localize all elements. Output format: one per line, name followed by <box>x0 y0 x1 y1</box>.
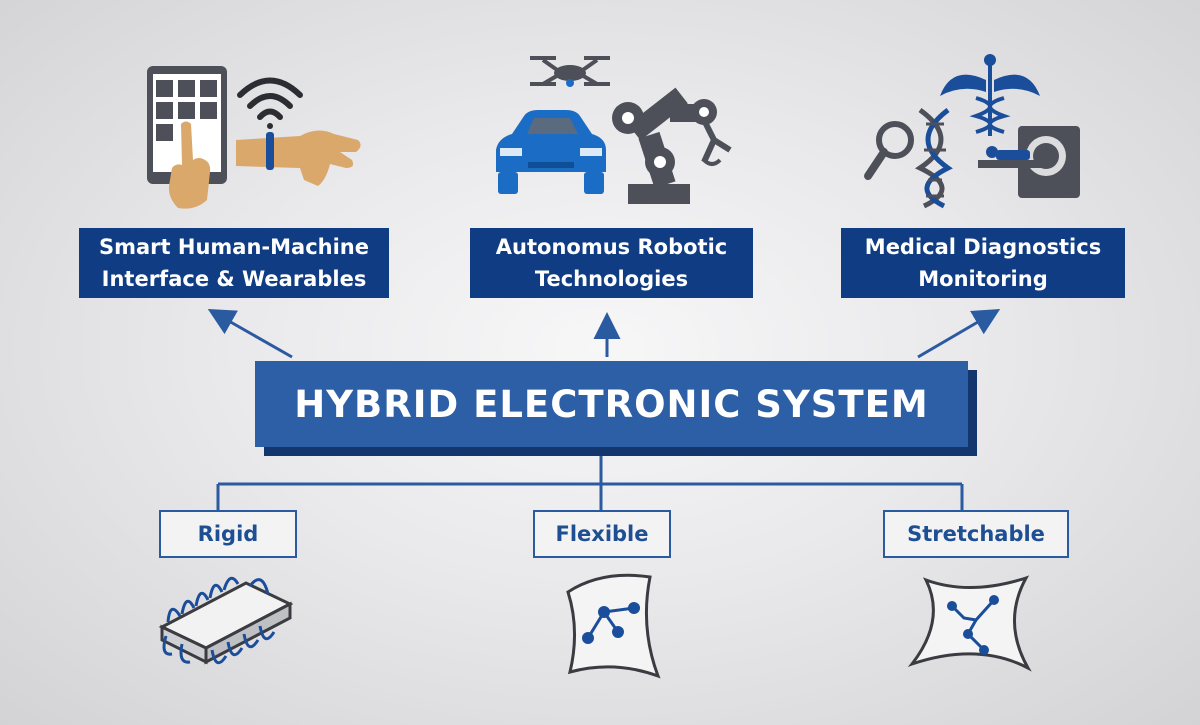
substrate-box-flexible: Flexible <box>533 510 671 558</box>
arrow-to-app-1 <box>207 309 293 359</box>
smartwatch-wrist-icon <box>236 130 361 186</box>
app-3-title-line-2: Monitoring <box>918 267 1048 291</box>
mri-scanner-icon <box>978 126 1080 198</box>
app-1-title-line-1: Smart Human-Machine <box>99 235 369 259</box>
wifi-icon <box>237 77 303 129</box>
car-icon <box>496 110 606 194</box>
dna-icon <box>914 107 953 209</box>
arrow-to-app-3 <box>917 308 1001 359</box>
caduceus-icon <box>940 54 1040 136</box>
flexible-circuit-icon <box>566 573 661 679</box>
robotic-arm-icon <box>612 87 732 204</box>
substrate-box-rigid: Rigid <box>159 510 297 558</box>
rigid-chip-icon <box>158 576 294 665</box>
app-1-title-line-2: Interface & Wearables <box>101 267 367 291</box>
tapping-hand-icon <box>168 121 211 209</box>
main-node-hybrid-electronic-system: HYBRID ELECTRONIC SYSTEM <box>255 361 968 447</box>
app-box-medical-diagnostics: Medical Diagnostics Monitoring <box>841 228 1125 298</box>
app-2-title-line-2: Technologies <box>534 267 689 291</box>
app-box-smart-hmi-wearables: Smart Human-Machine Interface & Wearable… <box>79 228 389 298</box>
app-2-title-line-1: Autonomus Robotic <box>495 235 728 259</box>
app-3-title-line-1: Medical Diagnostics <box>864 235 1102 259</box>
tablet-icon <box>147 66 227 184</box>
tree-to-substrates <box>216 456 964 510</box>
stretchable-circuit-icon <box>907 575 1032 672</box>
substrate-box-stretchable: Stretchable <box>883 510 1069 558</box>
drone-icon <box>530 56 610 87</box>
app-box-autonomous-robotics: Autonomus Robotic Technologies <box>470 228 753 298</box>
magnifier-icon <box>864 121 914 180</box>
